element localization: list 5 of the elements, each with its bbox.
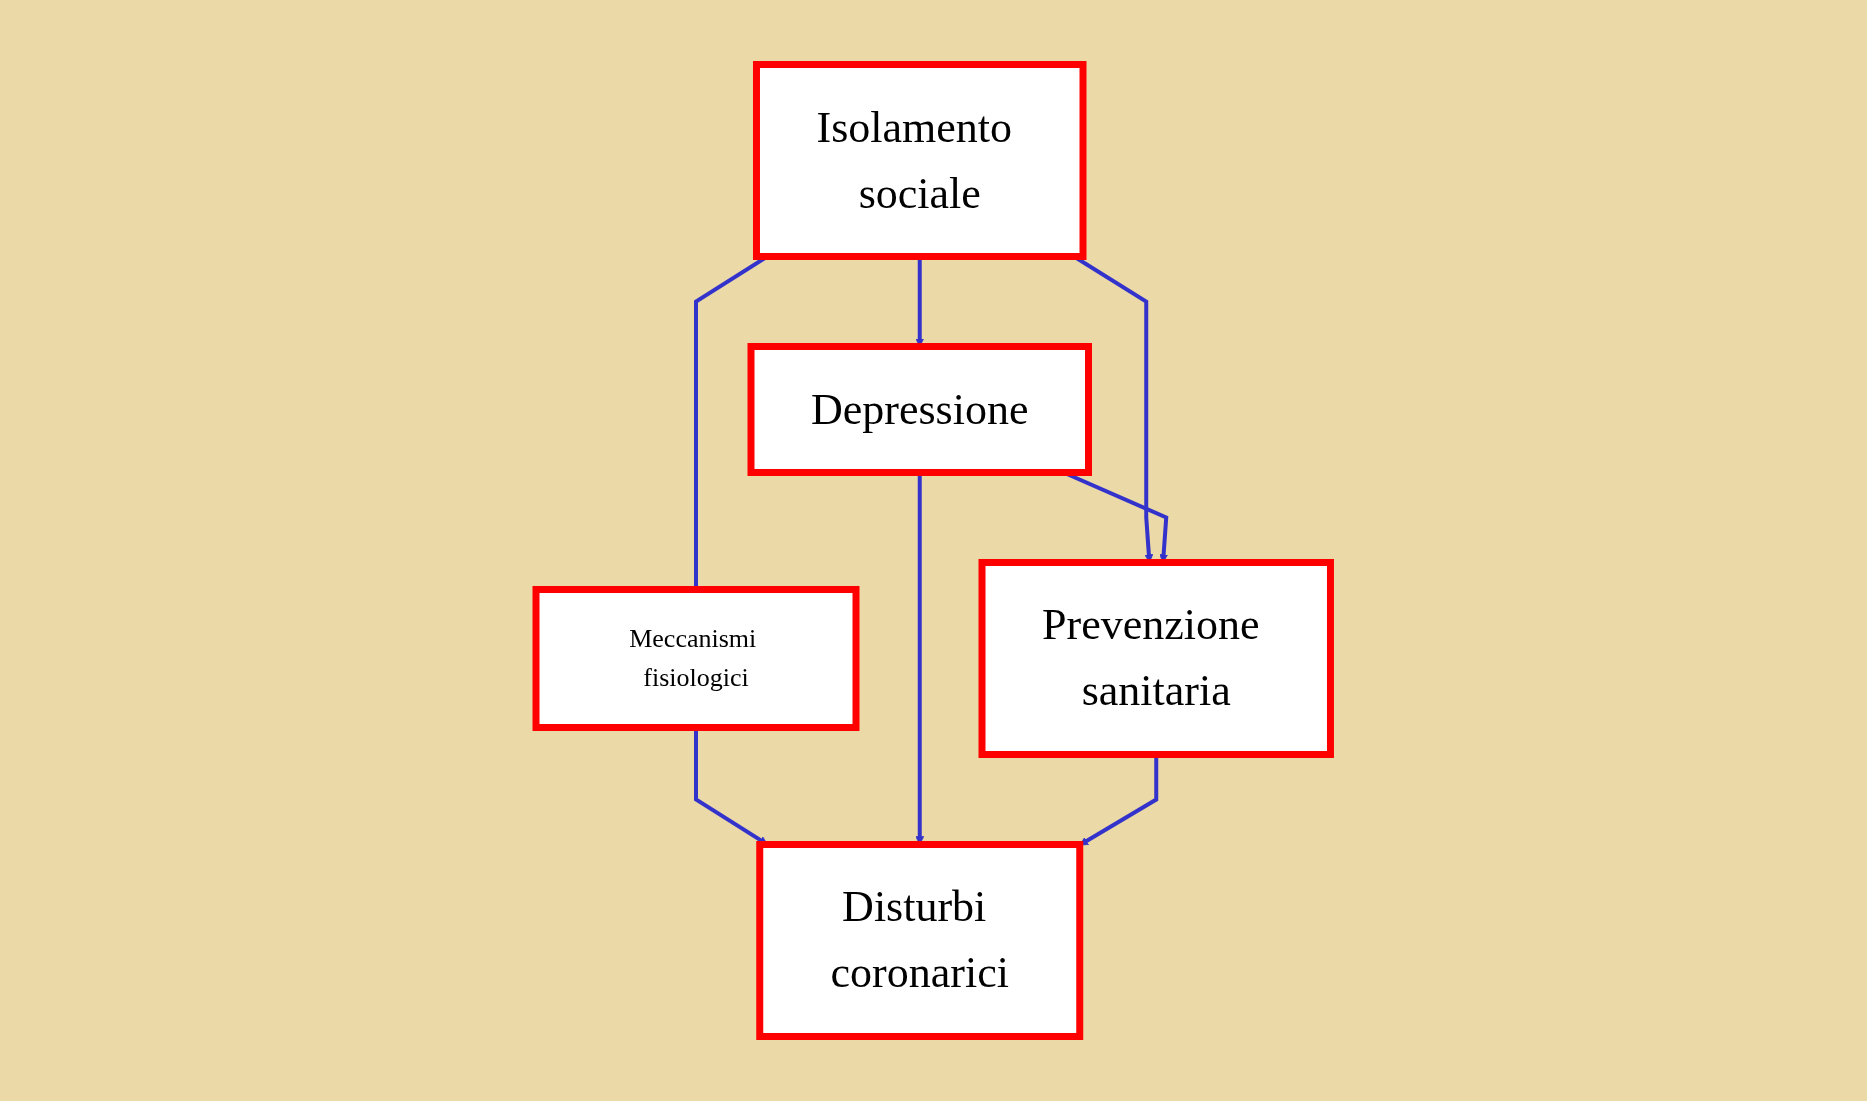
node-box: Meccanismi fisiologici xyxy=(532,586,860,731)
node-box: Isolamento sociale xyxy=(753,61,1087,260)
node-box: Disturbi coronarici xyxy=(756,841,1084,1040)
node-box: Prevenzione sanitaria xyxy=(978,559,1335,758)
node-box: Depressione xyxy=(747,343,1093,476)
